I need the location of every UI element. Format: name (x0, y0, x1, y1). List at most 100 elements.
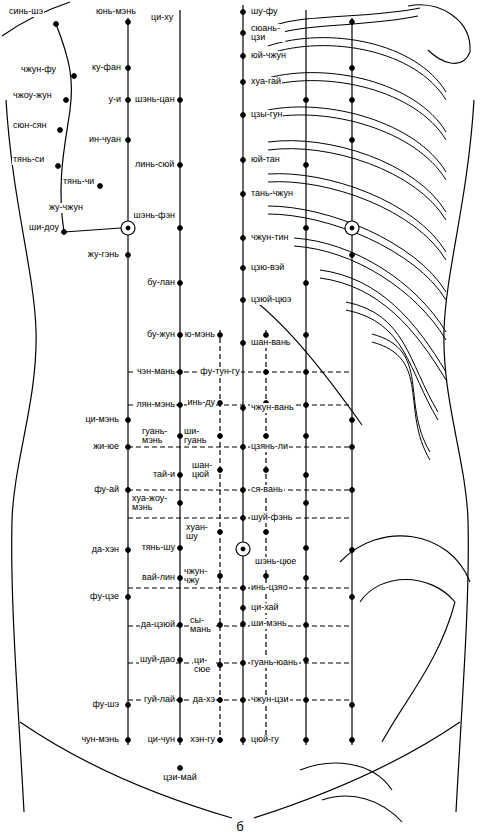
acupoint-dot (264, 530, 269, 535)
point-label: да-цзюй (140, 620, 176, 629)
iliac-crest (340, 536, 470, 582)
point-label: ши-доу (28, 223, 60, 232)
acupoint-dot (350, 66, 355, 71)
acupoint-dot (350, 418, 355, 423)
right-groin (254, 722, 460, 818)
landmark-circle (345, 221, 359, 235)
point-label: чжун-цзи (250, 695, 290, 704)
acupoint-dot (350, 595, 355, 600)
point-label: хуа-гай (250, 77, 282, 86)
point-label: хэн-гу (189, 735, 216, 744)
acupoint-dot (241, 113, 246, 118)
point-label: ци-мэнь (84, 415, 120, 424)
point-label: хуа-жоу-мэнь (131, 494, 176, 513)
point-label: шу-фу (250, 7, 279, 16)
acupoint-dot (178, 658, 183, 663)
point-label: гуань-юань (250, 658, 299, 667)
point-label: бу-лан (146, 278, 176, 287)
acupoint-dot (304, 738, 309, 743)
acupoint-dot (241, 622, 246, 627)
acupoint-dot (126, 445, 131, 450)
landmark-circle (121, 221, 135, 235)
point-label: юнь-мэнь (95, 7, 137, 16)
acupoint-dot (264, 333, 269, 338)
point-label: ю-мэнь (184, 330, 216, 339)
point-label: хуан-шу (185, 523, 216, 542)
rib (268, 182, 446, 260)
point-label: ши-мэнь (250, 619, 288, 628)
point-label: чжун-тин (250, 233, 289, 242)
point-label: да-хэ (192, 695, 216, 704)
acupoint-dot (218, 574, 223, 579)
acupoint-dot (126, 20, 131, 25)
acupoint-dot (241, 698, 246, 703)
point-label: шуй-фэнь (250, 513, 293, 522)
point-label: инь-цзяо (250, 583, 289, 592)
acupoint-dot (178, 576, 183, 581)
point-label: фу-шэ (91, 700, 120, 709)
body-outline (2, 2, 474, 818)
acupoint-dot (304, 546, 309, 551)
point-label: цзи-май (162, 773, 197, 782)
acupoint-dot (264, 574, 269, 579)
acupoint-dot (264, 468, 269, 473)
acupoint-dot (304, 576, 309, 581)
rib (268, 149, 446, 220)
acupoint-dot (64, 98, 69, 103)
point-label: гуй-лай (143, 695, 176, 704)
acupoint-dot (350, 20, 355, 25)
acupoint-dot (241, 586, 246, 591)
rib (372, 334, 430, 452)
acupoint-dot (304, 226, 309, 231)
rib (320, 278, 446, 380)
iliac-crest (360, 580, 455, 603)
rib (268, 107, 446, 172)
acupoint-dot (178, 403, 183, 408)
acupoint-dot (241, 488, 246, 493)
left-flank (6, 100, 36, 812)
acupoint-dot (350, 138, 355, 143)
acupoint-dot (218, 468, 223, 473)
meridian-line (351, 18, 352, 745)
acupoint-dot (126, 738, 131, 743)
level-line (128, 587, 352, 588)
acupoint-dot (264, 434, 269, 439)
point-label: шуй-дао (139, 655, 176, 664)
landmark-circle (236, 542, 250, 556)
acupoint-dot (126, 98, 131, 103)
rib (268, 214, 446, 300)
acupoint-dot (241, 266, 246, 271)
point-label: ку-фан (91, 63, 122, 72)
point-label: тянь-шу (141, 543, 176, 552)
acupoint-dot (241, 341, 246, 346)
acupoint-dot (218, 738, 223, 743)
point-label: чун-мэнь (80, 735, 120, 744)
point-label: ци-хай (250, 603, 280, 612)
acupoint-dot (54, 22, 59, 27)
acupoint-dot (126, 66, 131, 71)
point-label: шэнь-цан (134, 95, 176, 104)
acupoint-dot (218, 663, 223, 668)
point-label: юй-чжун (250, 51, 287, 60)
rib (346, 302, 438, 412)
point-label: шэнь-фэн (133, 211, 176, 220)
point-label: юй-тан (250, 155, 281, 164)
point-label: ши-гуань (183, 427, 216, 446)
meridian-line (305, 10, 306, 745)
point-label: тай-и (152, 470, 176, 479)
rib (372, 342, 430, 460)
point-label: гуань-мэнь (141, 427, 176, 446)
acupoint-dot (178, 333, 183, 338)
acupoint-dot (72, 74, 77, 79)
point-label: тань-чжун (250, 189, 294, 198)
acupoint-dot (126, 253, 131, 258)
acupoint-dot (304, 98, 309, 103)
point-label: шан-вань (250, 338, 292, 347)
acupoint-dot (178, 473, 183, 478)
acupoint-dot (126, 548, 131, 553)
right-flank (444, 100, 474, 812)
acupoint-dot (218, 530, 223, 535)
rib (320, 270, 446, 372)
meridian-line (127, 18, 128, 745)
acupoint-dot (178, 98, 183, 103)
